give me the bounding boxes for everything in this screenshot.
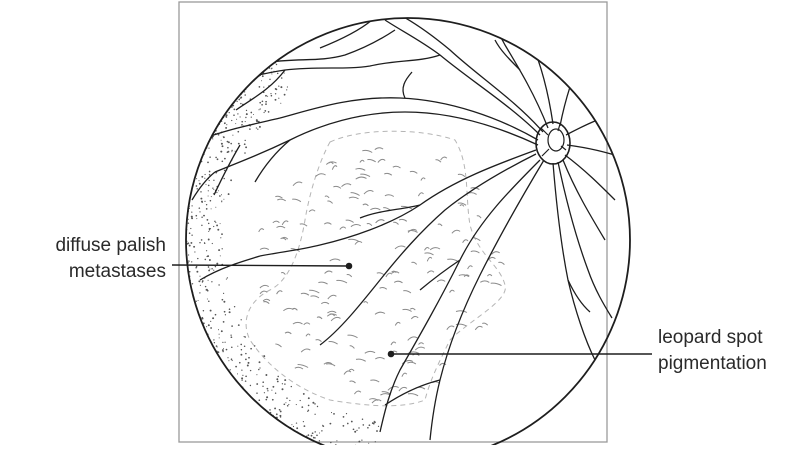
figure-frame [179,2,607,442]
metastatic-lesion [246,131,505,406]
label-diffuse-metastases-line2: metastases [55,259,166,285]
leader-dot-metastases [346,263,351,268]
optic-disc [536,122,570,164]
leader-dot-leopard-spot [388,351,393,356]
leader-line-metastases [172,265,348,266]
label-leopard-spot-line1: leopard spot [658,325,767,351]
label-diffuse-metastases-line1: diffuse palish [55,233,166,259]
label-leopard-spot: leopard spot pigmentation [658,325,767,377]
leader-lines [172,263,652,356]
label-diffuse-metastases: diffuse palish metastases [55,233,166,285]
label-leopard-spot-line2: pigmentation [658,351,767,377]
retinal-vessels [192,16,625,440]
stippled-periphery [185,62,379,445]
